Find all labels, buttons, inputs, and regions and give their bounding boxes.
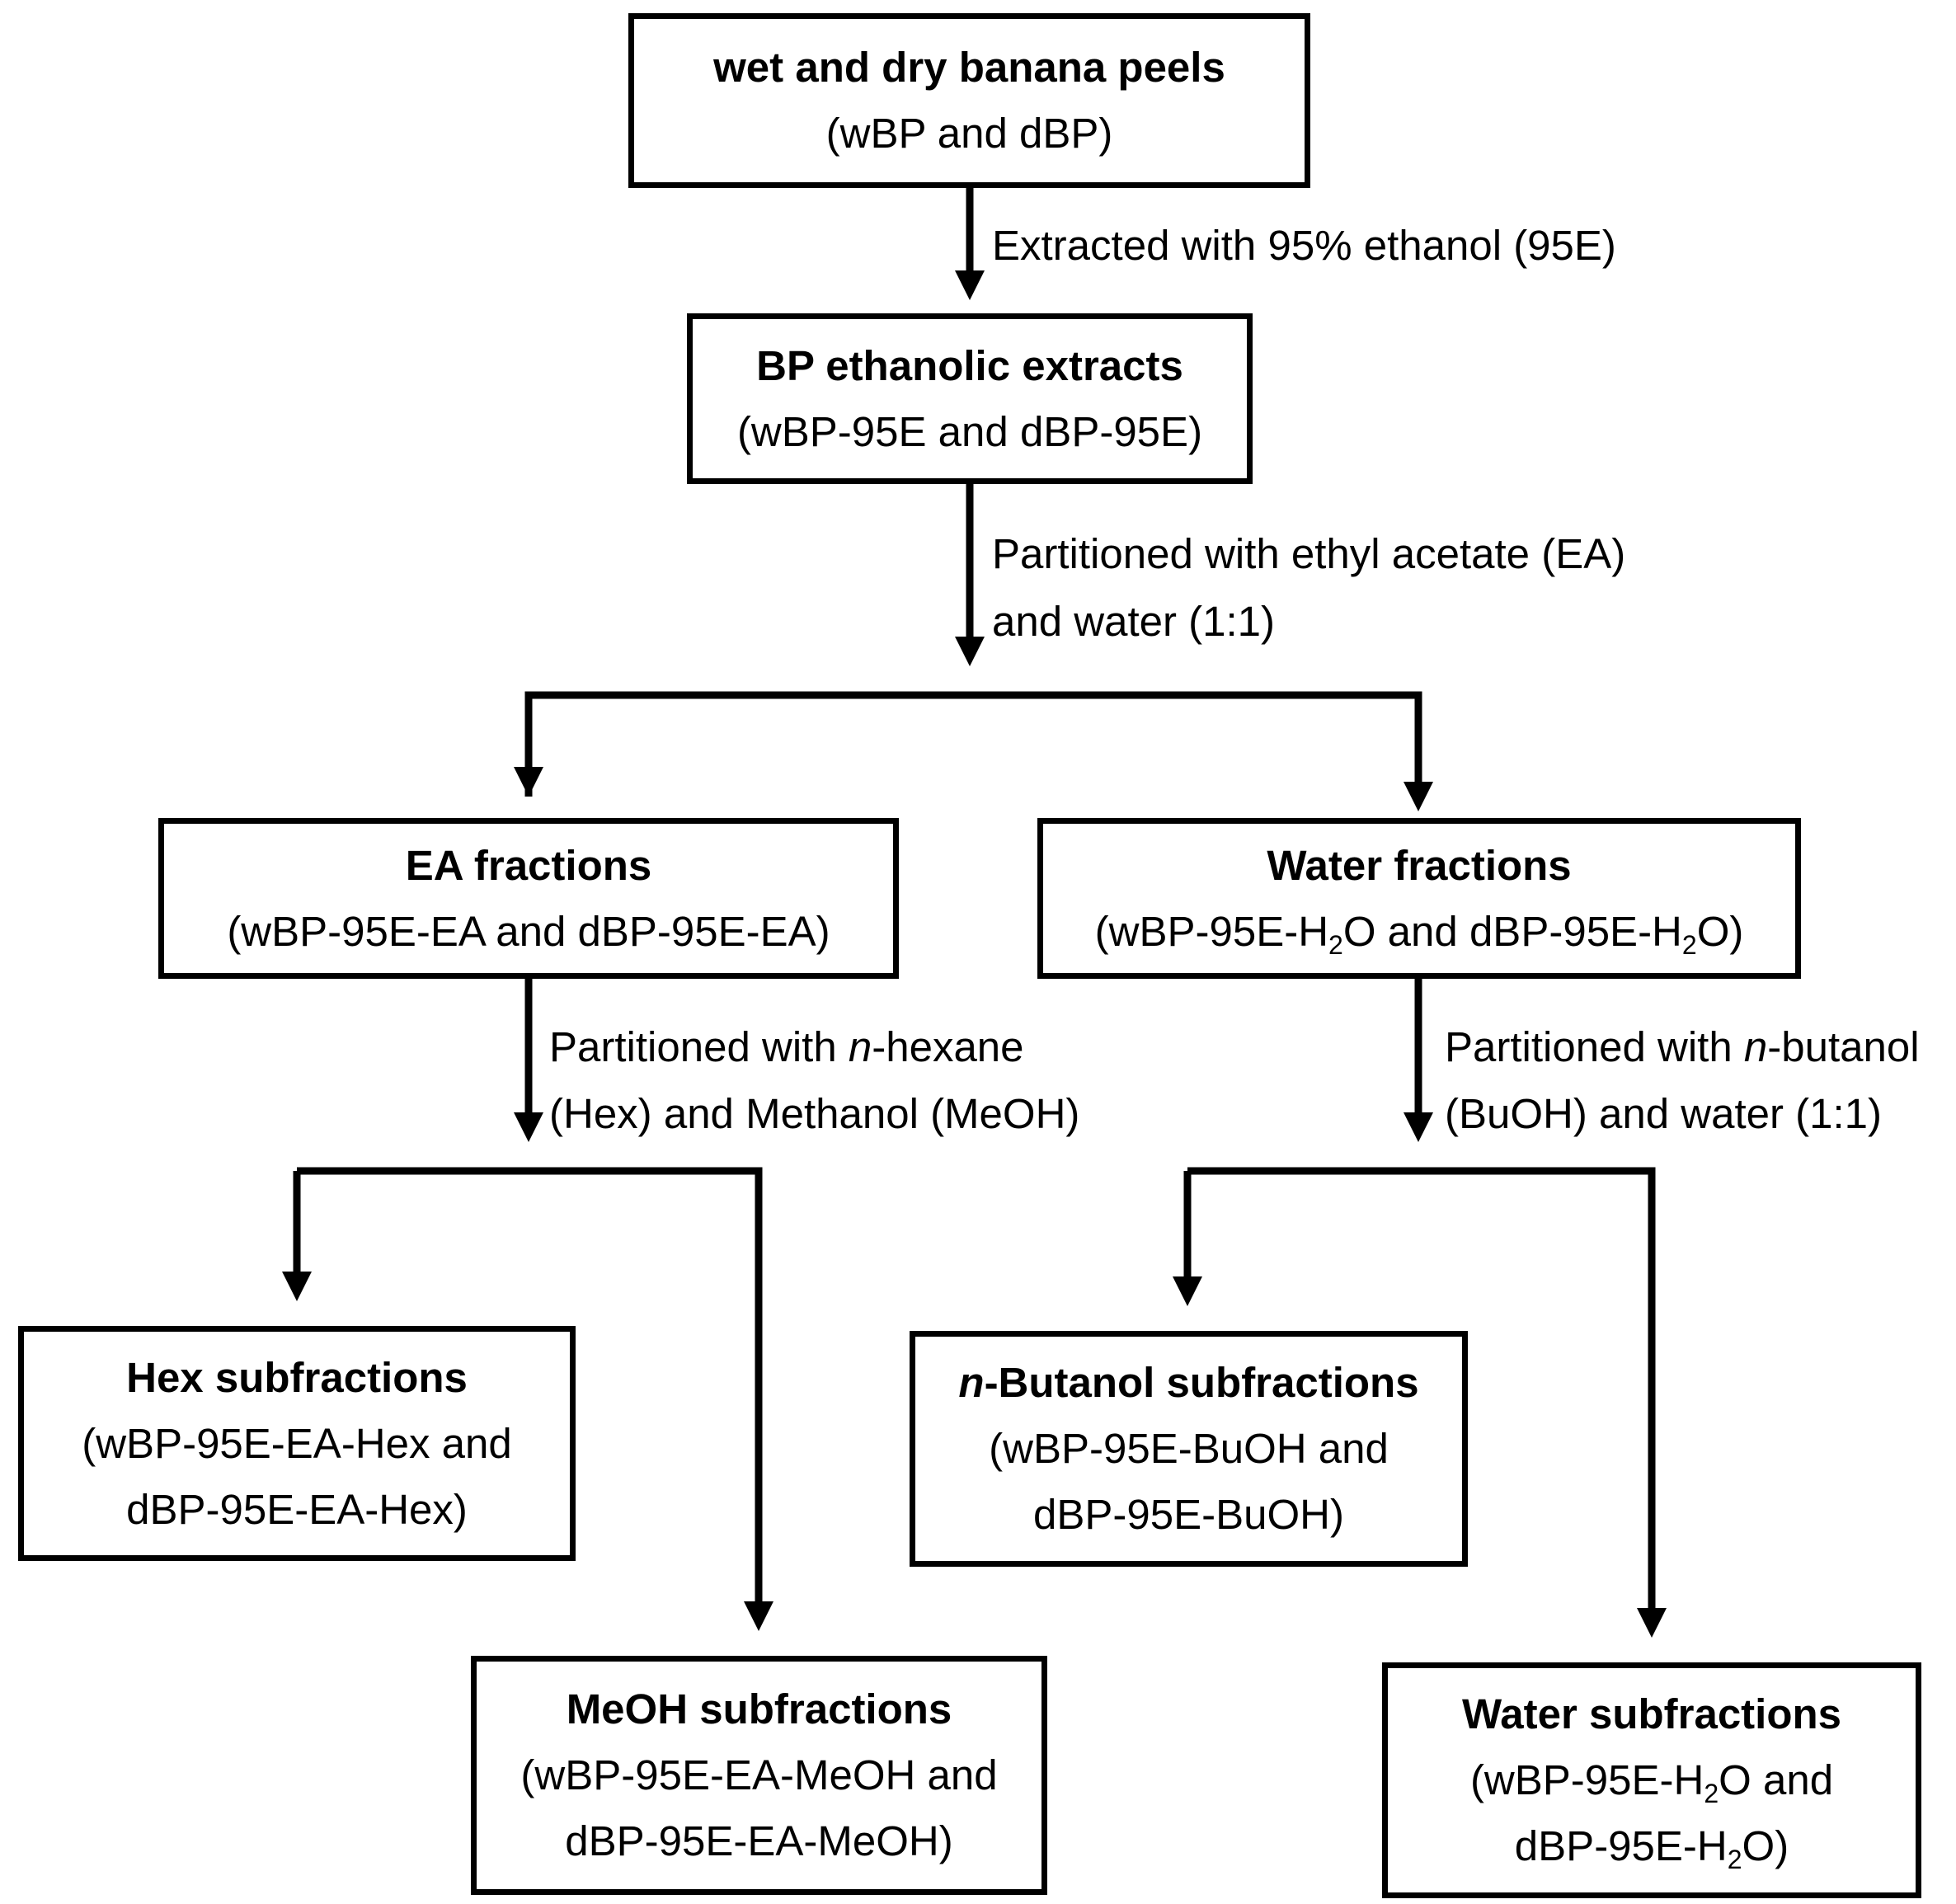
node-hex-sub-line-2: dBP-95E-EA-Hex) <box>126 1485 468 1533</box>
node-meoh-sub-line-2: dBP-95E-EA-MeOH) <box>565 1817 953 1864</box>
node-hex-sub-line-1: (wBP-95E-EA-Hex and <box>82 1419 512 1467</box>
node-water-sub-title: Water subfractions <box>1461 1690 1842 1737</box>
node-ea-title: EA fractions <box>405 841 652 889</box>
step-partition-hex-label-1: Partitioned with n-hexane <box>549 1023 1024 1070</box>
node-butanol-sub-line-1: (wBP-95E-BuOH and <box>989 1425 1389 1472</box>
step-partition-ea-label-1: Partitioned with ethyl acetate (EA) <box>992 530 1626 577</box>
node-meoh-title: MeOH subfractions <box>566 1685 952 1732</box>
node-butanol-subfractions: n-Butanol subfractions (wBP-95E-BuOH and… <box>910 1331 1468 1567</box>
step-partition-buoh-label-1: Partitioned with n-butanol <box>1445 1023 1920 1070</box>
node-water-title: Water fractions <box>1267 841 1572 889</box>
step-partition-hex-label-2: (Hex) and Methanol (MeOH) <box>549 1090 1080 1137</box>
step-partition-buoh-label-2: (BuOH) and water (1:1) <box>1445 1090 1883 1137</box>
node-raw-sub: (wBP and dBP) <box>825 110 1113 157</box>
split-line-ea-water <box>524 691 1433 811</box>
node-butanol-sub-line-2: dBP-95E-BuOH) <box>1033 1491 1344 1538</box>
node-ea-sub: (wBP-95E-EA and dBP-95E-EA) <box>227 907 830 955</box>
node-water-sub: (wBP-95E-H2O and dBP-95E-H2O) <box>1094 907 1744 960</box>
split-line-hex-meoh <box>297 1167 773 1631</box>
node-hex-subfractions: Hex subfractions (wBP-95E-EA-Hex and dBP… <box>18 1326 576 1561</box>
node-water-subfractions: Water subfractions (wBP-95E-H2O and dBP-… <box>1382 1662 1921 1898</box>
node-water-fractions: Water fractions (wBP-95E-H2O and dBP-95E… <box>1037 818 1801 979</box>
node-ethanolic-sub: (wBP-95E and dBP-95E) <box>736 407 1203 455</box>
node-water-sub-line-2: dBP-95E-H2O) <box>1514 1822 1789 1874</box>
node-hex-title: Hex subfractions <box>126 1353 468 1401</box>
node-butanol-title: n-Butanol subfractions <box>958 1359 1419 1406</box>
node-meoh-sub-line-1: (wBP-95E-EA-MeOH and <box>520 1751 998 1798</box>
step-partition-ea-label-2: and water (1:1) <box>992 598 1276 645</box>
node-raw-banana-peels: wet and dry banana peels (wBP and dBP) <box>628 13 1310 188</box>
node-ea-fractions: EA fractions (wBP-95E-EA and dBP-95E-EA) <box>158 818 899 979</box>
node-ethanolic-title: BP ethanolic extracts <box>756 341 1183 389</box>
node-meoh-subfractions: MeOH subfractions (wBP-95E-EA-MeOH and d… <box>471 1656 1047 1895</box>
node-raw-title: wet and dry banana peels <box>713 44 1225 91</box>
split-line-butanol-water <box>1187 1167 1667 1638</box>
node-ethanolic-extracts: BP ethanolic extracts (wBP-95E and dBP-9… <box>687 313 1253 484</box>
step-extract-label: Extracted with 95% ethanol (95E) <box>992 222 1616 269</box>
node-water-sub-line-1: (wBP-95E-H2O and <box>1469 1756 1834 1808</box>
